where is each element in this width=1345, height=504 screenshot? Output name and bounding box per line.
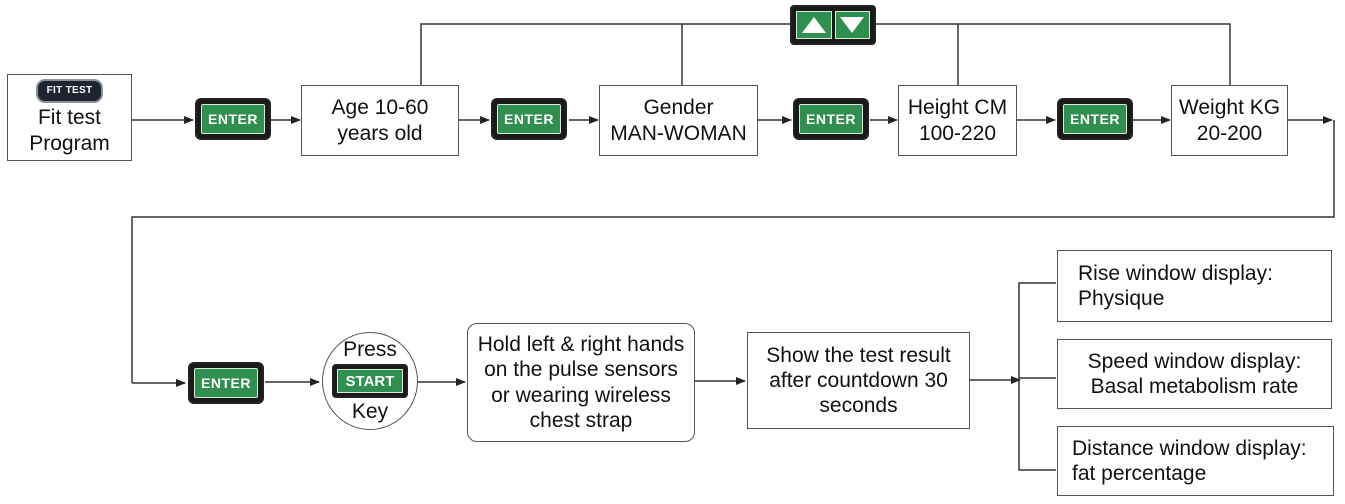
age-line1: Age 10-60 <box>331 96 429 120</box>
enter-key-3: ENTER <box>793 98 869 140</box>
rise-line2: Physique <box>1078 287 1165 310</box>
enter-key-1: ENTER <box>195 98 271 140</box>
distance-line2: fat percentage <box>1072 462 1207 485</box>
up-key <box>796 11 832 39</box>
show-line2: after countdown 30 <box>769 368 948 392</box>
show-result-box: Show the test result after countdown 30 … <box>747 332 970 429</box>
up-arrow-icon <box>801 17 826 33</box>
rise-line1: Rise window display: <box>1078 261 1273 285</box>
up-down-keys <box>790 5 876 45</box>
enter-key-2: ENTER <box>491 98 567 140</box>
fit-test-line2: Program <box>29 131 110 155</box>
hold-line2: on the pulse sensors <box>484 358 678 382</box>
age-line2: years old <box>337 121 423 145</box>
gender-line2: MAN-WOMAN <box>610 121 747 145</box>
speed-line1: Speed window display: <box>1087 349 1302 373</box>
hold-sensors-box: Hold left & right hands on the pulse sen… <box>467 323 695 442</box>
enter-key-4: ENTER <box>1057 98 1133 140</box>
speed-line2: Basal metabolism rate <box>1090 375 1299 398</box>
down-key <box>834 11 870 39</box>
hold-line1: Hold left & right hands <box>477 333 685 357</box>
press-start-circle: Press START Key <box>322 332 418 430</box>
press-line1: Press <box>343 338 397 361</box>
fit-test-line1: Fit test <box>37 106 101 130</box>
hold-line3: or wearing wireless <box>491 383 671 407</box>
hold-line4: chest strap <box>529 408 633 432</box>
height-line1: Height CM <box>907 96 1008 120</box>
fit-test-program-box: FIT TEST Fit test Program <box>7 74 132 161</box>
weight-line2: 20-200 <box>1196 121 1263 145</box>
weight-line1: Weight KG <box>1178 96 1281 120</box>
height-line2: 100-220 <box>918 121 997 145</box>
speed-window-box: Speed window display: Basal metabolism r… <box>1057 339 1332 409</box>
enter-key-label: ENTER <box>497 104 561 134</box>
show-line3: seconds <box>819 394 898 418</box>
enter-key-label: ENTER <box>194 368 258 398</box>
enter-key-label: ENTER <box>1063 104 1127 134</box>
enter-key-label: ENTER <box>201 104 265 134</box>
press-line2: Key <box>351 400 389 423</box>
gender-line1: Gender <box>643 96 714 120</box>
enter-key-5: ENTER <box>188 362 264 404</box>
weight-box: Weight KG 20-200 <box>1171 85 1288 156</box>
rise-window-box: Rise window display: Physique <box>1057 250 1332 322</box>
show-line1: Show the test result <box>766 343 951 367</box>
gender-box: Gender MAN-WOMAN <box>599 85 758 156</box>
enter-key-label: ENTER <box>799 104 863 134</box>
age-box: Age 10-60 years old <box>301 85 459 156</box>
start-key-label: START <box>337 369 403 393</box>
height-box: Height CM 100-220 <box>898 85 1017 156</box>
down-arrow-icon <box>840 17 865 33</box>
fit-test-badge: FIT TEST <box>35 79 104 104</box>
distance-window-box: Distance window display: fat percentage <box>1057 426 1334 496</box>
distance-line1: Distance window display: <box>1072 436 1307 460</box>
start-key: START <box>332 364 408 398</box>
